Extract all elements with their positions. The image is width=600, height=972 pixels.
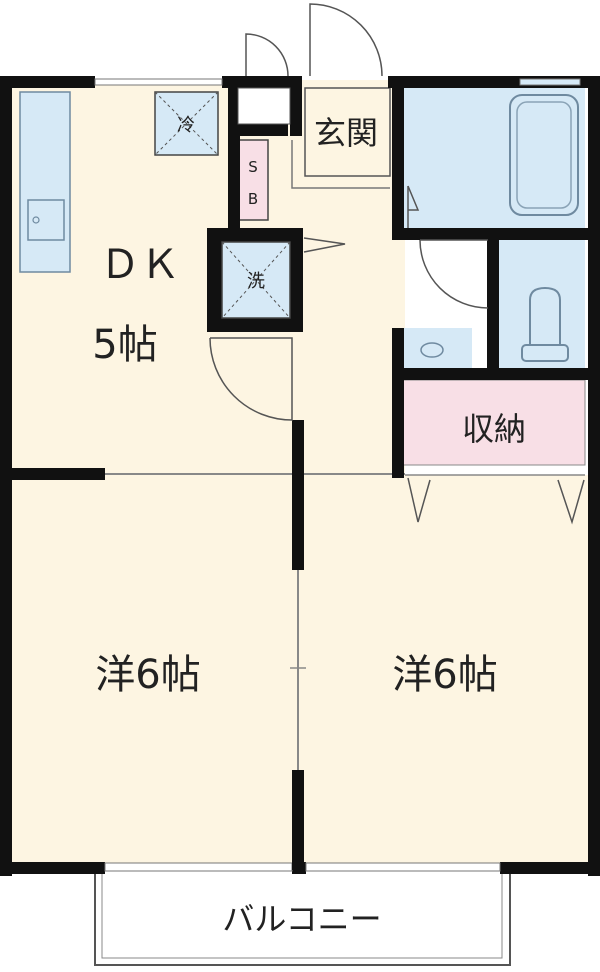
dk-door-swing bbox=[209, 337, 293, 421]
toilet-door-swing bbox=[419, 239, 489, 309]
wall-center-lower bbox=[292, 770, 304, 870]
wall-washroom-bottom bbox=[392, 368, 588, 380]
entrance-floor bbox=[304, 87, 391, 177]
wall-entrance-left bbox=[290, 88, 302, 136]
wall-storage-bottom bbox=[392, 465, 404, 477]
toilet-icon bbox=[529, 286, 561, 345]
wall-bottom-left bbox=[0, 862, 105, 874]
label-dk: ＤＫ bbox=[100, 242, 180, 288]
wall-around-shoebox bbox=[228, 88, 240, 228]
wall-bath-left bbox=[392, 88, 404, 228]
wall-top-left bbox=[0, 76, 95, 88]
label-dk-size: 5帖 bbox=[92, 322, 157, 368]
wall-bottom-right bbox=[500, 862, 600, 874]
storage-door-swing-right bbox=[557, 479, 585, 525]
label-washer: 洗 bbox=[247, 271, 265, 292]
label-refrigerator: 冷 bbox=[177, 115, 195, 136]
toilet-tank bbox=[521, 344, 569, 362]
window-bottom-left bbox=[104, 862, 293, 872]
storage-area bbox=[402, 379, 586, 466]
western-room-left-floor bbox=[10, 475, 300, 870]
window-top-left bbox=[94, 78, 223, 86]
wall-toilet-left bbox=[487, 228, 499, 373]
wall-washroom-left bbox=[392, 328, 404, 478]
wall-left bbox=[0, 76, 12, 876]
label-western-left: 洋6帖 bbox=[95, 652, 200, 698]
label-balcony: バルコニー bbox=[222, 900, 381, 938]
kitchen-drain-icon bbox=[32, 216, 40, 224]
kitchen-counter bbox=[19, 91, 71, 273]
entrance-door-swing bbox=[309, 3, 383, 77]
label-shoebox-b: B bbox=[248, 190, 258, 208]
label-entrance: 玄関 bbox=[314, 114, 378, 152]
wall-top-mid bbox=[222, 76, 302, 88]
storage-door-swing-left bbox=[407, 477, 431, 523]
entrance-threshold bbox=[237, 87, 291, 125]
balcony-outline bbox=[94, 869, 511, 966]
label-storage: 収納 bbox=[462, 410, 526, 448]
window-top-right bbox=[519, 78, 581, 86]
small-door-swing bbox=[245, 33, 289, 77]
wall-shoebox-top bbox=[228, 124, 288, 136]
kitchen-sink-icon bbox=[27, 199, 65, 241]
wall-dk-west-divider bbox=[10, 468, 105, 480]
western-room-right-floor bbox=[300, 475, 590, 870]
entrance-step-line bbox=[291, 140, 390, 189]
shoe-box bbox=[237, 139, 269, 221]
wall-right bbox=[588, 76, 600, 876]
refrigerator-cross-b bbox=[154, 91, 219, 156]
washer-door-arrow bbox=[303, 237, 346, 253]
label-shoebox-s: S bbox=[248, 158, 258, 176]
label-western-right: 洋6帖 bbox=[392, 652, 497, 698]
sink-icon bbox=[420, 342, 444, 358]
bathtub-icon bbox=[509, 94, 579, 216]
window-bottom-right bbox=[305, 862, 501, 872]
washer-cross-b bbox=[221, 241, 291, 319]
wall-center-upper bbox=[292, 420, 304, 570]
bathtub-inner bbox=[516, 101, 572, 209]
bathroom-door-arc bbox=[407, 185, 420, 211]
